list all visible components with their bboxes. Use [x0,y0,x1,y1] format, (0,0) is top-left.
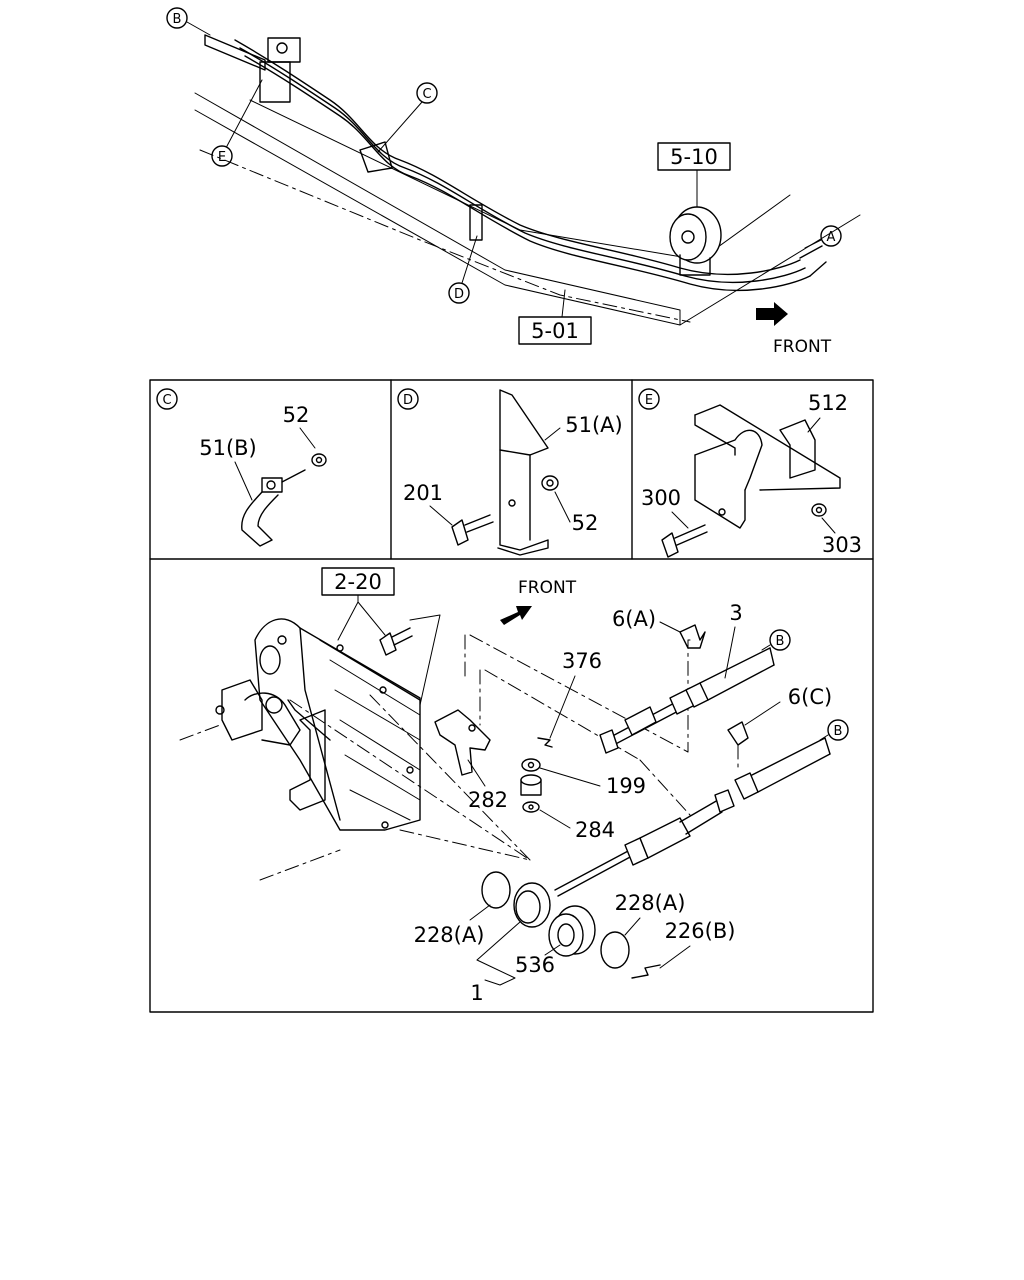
label-201: 201 [403,481,443,505]
ref-box-5-10 [657,142,731,171]
panel-e-tag: E [645,393,653,408]
panel-d: D 51(A) 201 52 [397,388,623,556]
panel-d-tag: D [403,393,413,408]
front-arrow-icon [500,606,532,625]
top-refs: 5-10 5-01 [518,142,731,345]
ref-5-01: 5-01 [531,319,579,343]
label-199: 199 [606,774,646,798]
label-52-d: 52 [572,511,599,535]
front-label-bottom: FRONT [518,578,577,598]
bottom-ref: 2-20 [321,567,395,641]
front-indicator-top: FRONT [756,302,832,357]
callout-b-lower: B [834,724,843,739]
label-51a: 51(A) [565,413,622,437]
label-6a: 6(A) [612,607,656,631]
label-300: 300 [641,486,681,510]
label-228a-left: 228(A) [414,923,485,947]
bottom-assembly [179,614,831,979]
label-284: 284 [575,818,615,842]
detail-frame [149,379,874,1013]
label-228a-right: 228(A) [615,891,686,915]
label-226b: 226(B) [665,919,736,943]
ref-2-20: 2-20 [334,570,382,594]
callout-a: A [827,230,836,245]
label-6c: 6(C) [788,685,832,709]
label-52-c: 52 [283,403,310,427]
callout-circle [166,7,188,29]
ref-box-5-01 [518,316,592,345]
front-arrow-icon [756,302,788,326]
callout-e: E [218,150,226,165]
front-indicator-bottom: FRONT [500,578,577,625]
label-303: 303 [822,533,862,557]
bottom-labels: 6(A) 3 376 6(C) 199 282 284 228(A) 228(A… [414,601,833,1005]
label-51b: 51(B) [199,436,257,460]
panel-c: C 52 51(B) [156,388,327,547]
label-3: 3 [729,601,742,625]
label-282: 282 [468,788,508,812]
label-1: 1 [470,981,483,1005]
callout-b-upper: B [776,634,785,649]
front-label-top: FRONT [773,337,832,357]
panel-c-tag: C [162,393,171,408]
ref-5-10: 5-10 [670,145,718,169]
top-callouts: B C E D A [166,7,842,304]
label-512: 512 [808,391,848,415]
label-536: 536 [515,953,555,977]
callout-b: B [173,12,182,27]
bottom-callouts: B B [761,629,849,741]
callout-c: C [422,87,431,102]
top-assembly [194,34,861,326]
panel-e: E 512 300 303 [638,388,862,558]
callout-d: D [454,287,464,302]
label-376: 376 [562,649,602,673]
